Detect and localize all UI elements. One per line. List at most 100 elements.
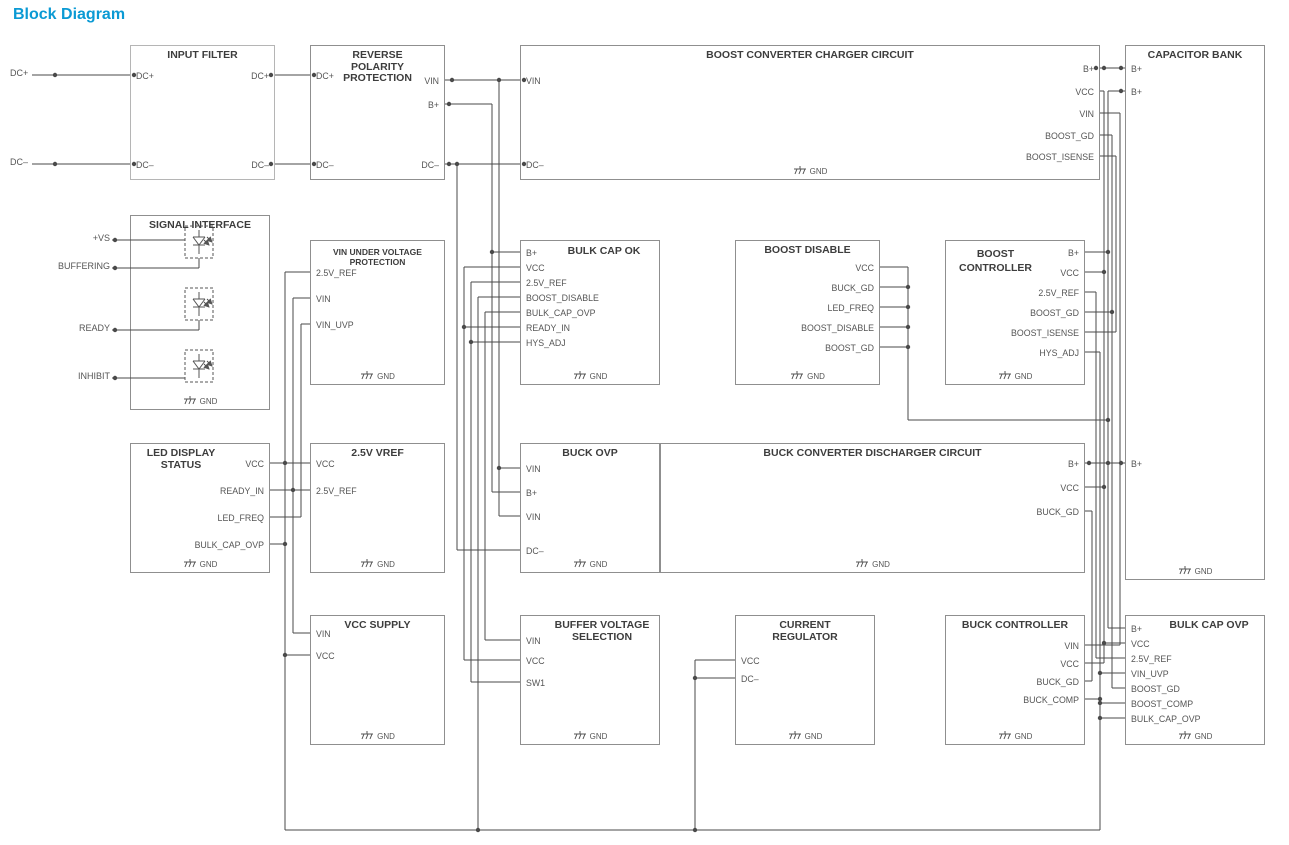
pin-boost-disable: BOOST_DISABLE (526, 293, 599, 303)
pin-vcc: VCC (741, 656, 760, 666)
block-buck-converter-discharger: BUCK CONVERTER DISCHARGER CIRCUIT B+ VCC… (660, 443, 1085, 573)
ground-icon (1178, 566, 1191, 575)
block-capacitor-bank: CAPACITOR BANK B+ B+ B+ GND (1125, 45, 1265, 580)
ground-symbol: GND (1126, 566, 1264, 576)
pin-bulk-cap-ovp: BULK_CAP_OVP (1131, 714, 1201, 724)
ground-icon (856, 559, 869, 568)
wires-input-section (32, 74, 520, 165)
block-buffer-voltage-selection: BUFFER VOLTAGE SELECTION VIN VCC SW1 GND (520, 615, 660, 745)
ground-symbol: GND (521, 166, 1099, 176)
ground-label: GND (804, 732, 823, 741)
pin-buck-gd: BUCK_GD (1036, 677, 1079, 687)
pin-b-plus: B+ (526, 248, 538, 258)
ground-label: GND (589, 560, 608, 569)
ground-label: GND (1194, 567, 1213, 576)
ground-symbol: GND (736, 371, 879, 381)
block-bulk-cap-ovp: BULK CAP OVP B+ VCC 2.5V_REF VIN_UVP BOO… (1125, 615, 1265, 745)
pin-vcc: VCC (316, 459, 335, 469)
block-boost-converter-charger: BOOST CONVERTER CHARGER CIRCUIT VIN DC– … (520, 45, 1100, 180)
block-vcc-supply: VCC SUPPLY VIN VCC GND (310, 615, 445, 745)
pin-vin: VIN (526, 636, 541, 646)
pin-2v5-ref: 2.5V_REF (1038, 288, 1079, 298)
pin-2v5-ref: 2.5V_REF (526, 278, 567, 288)
pin-2v5-ref: 2.5V_REF (316, 268, 357, 278)
vref-title: 2.5V VREF (351, 447, 404, 459)
ground-icon (1178, 731, 1191, 740)
pin-dc-plus: DC+ (136, 71, 154, 81)
input-filter-title: INPUT FILTER (167, 49, 238, 61)
ground-icon (183, 396, 196, 405)
terminal-dc-minus: DC– (10, 157, 29, 167)
pin-vin: VIN (526, 76, 541, 86)
ground-label: GND (807, 372, 825, 381)
pin-led-freq: LED_FREQ (827, 303, 874, 313)
ground-icon (573, 371, 586, 380)
pin-vin: VIN (316, 629, 331, 639)
ground-icon (788, 731, 801, 740)
buffer-voltage-title: BUFFER VOLTAGE SELECTION (554, 619, 650, 643)
ground-icon (573, 559, 586, 568)
ground-symbol: GND (946, 371, 1084, 381)
pin-vcc: VCC (245, 459, 264, 469)
pin-vcc: VCC (1060, 483, 1079, 493)
ground-icon (791, 371, 804, 380)
pin-vcc: VCC (855, 263, 874, 273)
block-current-regulator: CURRENT REGULATOR VCC DC– GND (735, 615, 875, 745)
pin-bulk-cap-ovp: BULK_CAP_OVP (526, 308, 596, 318)
ground-icon (793, 166, 806, 175)
pin-buck-gd: BUCK_GD (1036, 507, 1079, 517)
block-signal-interface: SIGNAL INTERFACE GND (130, 215, 270, 410)
pin-boost-isense: BOOST_ISENSE (1011, 328, 1079, 338)
ground-symbol: GND (736, 731, 874, 741)
ground-label: GND (589, 732, 608, 741)
pin-vin: VIN (316, 294, 331, 304)
pin-vin: VIN (1079, 109, 1094, 119)
ground-symbol: GND (521, 371, 659, 381)
pin-vcc: VCC (1060, 268, 1079, 278)
ground-symbol: GND (946, 731, 1084, 741)
pin-b-plus: B+ (1131, 64, 1143, 74)
buck-controller-title: BUCK CONTROLLER (961, 619, 1069, 631)
pin-b-plus: B+ (427, 100, 439, 110)
buck-discharger-title: BUCK CONVERTER DISCHARGER CIRCUIT (763, 447, 982, 459)
ground-icon (183, 559, 196, 568)
pin-b-plus: B+ (1131, 624, 1143, 634)
pin-boost-gd: BOOST_GD (1030, 308, 1079, 318)
pin-ready-in: READY_IN (220, 486, 264, 496)
block-bulk-cap-ok: BULK CAP OK B+ VCC 2.5V_REF BOOST_DISABL… (520, 240, 660, 385)
ground-label: GND (1014, 372, 1033, 381)
signal-interface-title: SIGNAL INTERFACE (149, 219, 251, 231)
boost-charger-title: BOOST CONVERTER CHARGER CIRCUIT (706, 49, 914, 61)
bulk-cap-ok-title: BULK CAP OK (567, 245, 641, 257)
wires-left-bus (270, 271, 310, 830)
pin-dc-minus: DC– (136, 160, 154, 170)
ground-label: GND (1194, 732, 1213, 741)
current-regulator-title: CURRENT REGULATOR (772, 619, 838, 643)
block-vin-under-voltage-protection: VIN UNDER VOLTAGE PROTECTION 2.5V_REF VI… (310, 240, 445, 385)
ground-symbol: GND (311, 371, 444, 381)
vcc-supply-title: VCC SUPPLY (344, 619, 411, 631)
pin-vcc: VCC (526, 656, 545, 666)
ground-symbol: GND (661, 559, 1084, 569)
pin-boost-isense: BOOST_ISENSE (1026, 152, 1094, 162)
block-2v5-vref: 2.5V VREF VCC 2.5V_REF GND (310, 443, 445, 573)
pin-2v5-ref: 2.5V_REF (316, 486, 357, 496)
pin-buck-gd: BUCK_GD (831, 283, 874, 293)
ground-icon (573, 731, 586, 740)
terminal-buffering: BUFFERING (57, 261, 110, 271)
pin-dc-minus: DC– (741, 674, 759, 684)
ground-label: GND (809, 167, 828, 176)
pin-vin: VIN (1064, 641, 1079, 651)
pin-vcc: VCC (1131, 639, 1150, 649)
wires-middle-bus (456, 80, 520, 830)
pin-boost-comp: BOOST_COMP (1131, 699, 1194, 709)
pin-vin-uvp: VIN_UVP (1131, 669, 1169, 679)
terminal-vs: +VS (92, 233, 110, 243)
ground-symbol: GND (311, 731, 444, 741)
terminal-ready: READY (78, 323, 110, 333)
pin-b-plus: B+ (1082, 64, 1094, 74)
ground-icon (361, 371, 374, 380)
pin-boost-gd: BOOST_GD (825, 343, 874, 353)
pin-ready-in: READY_IN (526, 323, 570, 333)
